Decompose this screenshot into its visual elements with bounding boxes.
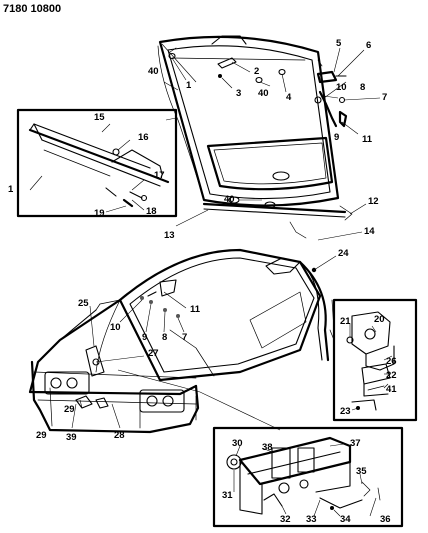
callout-35: 35 xyxy=(356,466,367,477)
callout-24: 24 xyxy=(338,248,349,259)
callout-26: 26 xyxy=(386,356,397,367)
callout-32: 32 xyxy=(280,514,291,525)
callout-8-body: 8 xyxy=(162,332,167,343)
callout-36: 36 xyxy=(380,514,391,525)
inset-lock-cylinder xyxy=(212,426,404,528)
callout-30: 30 xyxy=(232,438,243,449)
callout-23: 23 xyxy=(340,406,351,417)
callout-14: 14 xyxy=(364,226,375,237)
callout-8: 8 xyxy=(360,82,365,93)
callout-40-bottom: 40 xyxy=(224,194,235,205)
callout-17: 17 xyxy=(154,170,165,181)
callout-3: 3 xyxy=(236,88,241,99)
callout-40-left: 40 xyxy=(148,66,159,77)
leader-lines xyxy=(29,43,393,517)
callout-12: 12 xyxy=(368,196,379,207)
callout-11: 11 xyxy=(362,134,373,145)
callout-20: 20 xyxy=(374,314,385,325)
callout-15: 15 xyxy=(94,112,105,123)
document-code: 7180 10800 xyxy=(3,3,62,15)
callout-28: 28 xyxy=(114,430,125,441)
callout-29-lamp: 29 xyxy=(64,404,75,415)
callout-16: 16 xyxy=(138,132,149,143)
callout-25: 25 xyxy=(78,298,89,309)
callout-labels: 1 2 3 4 5 6 7 8 9 10 11 12 13 14 15 16 1… xyxy=(8,38,397,525)
inset-latch xyxy=(329,298,418,422)
callout-19: 19 xyxy=(94,208,105,219)
inset-weatherstrip xyxy=(16,108,178,218)
callout-4: 4 xyxy=(286,92,292,103)
callout-1-inset: 1 xyxy=(8,184,14,195)
callout-22: 22 xyxy=(386,370,397,381)
callout-34: 34 xyxy=(340,514,351,525)
callout-13: 13 xyxy=(164,230,175,241)
callout-21: 21 xyxy=(340,316,351,327)
callout-27: 27 xyxy=(148,348,159,359)
callout-6: 6 xyxy=(366,40,371,51)
callout-37: 37 xyxy=(350,438,361,449)
callout-9-body: 9 xyxy=(142,332,147,343)
callout-9: 9 xyxy=(334,132,339,143)
liftgate-lower-bar xyxy=(202,202,353,239)
callout-10-body: 10 xyxy=(110,322,121,333)
callout-29: 29 xyxy=(36,430,47,441)
callout-7: 7 xyxy=(382,92,387,103)
callout-7-body: 7 xyxy=(182,332,187,343)
callout-31: 31 xyxy=(222,490,233,501)
callout-38: 38 xyxy=(262,442,273,453)
liftgate-assembly xyxy=(157,35,340,209)
callout-10: 10 xyxy=(336,82,347,93)
callout-2: 2 xyxy=(254,66,259,77)
tail-lamps xyxy=(44,371,185,413)
callout-40-center: 40 xyxy=(258,88,269,99)
callout-18: 18 xyxy=(146,206,157,217)
callout-33: 33 xyxy=(306,514,317,525)
callout-11-body: 11 xyxy=(190,304,201,315)
liftgate-hinge-prop xyxy=(314,70,348,128)
callout-41: 41 xyxy=(386,384,397,395)
callout-5: 5 xyxy=(336,38,342,49)
callout-39: 39 xyxy=(66,432,77,443)
callout-1: 1 xyxy=(186,80,192,91)
